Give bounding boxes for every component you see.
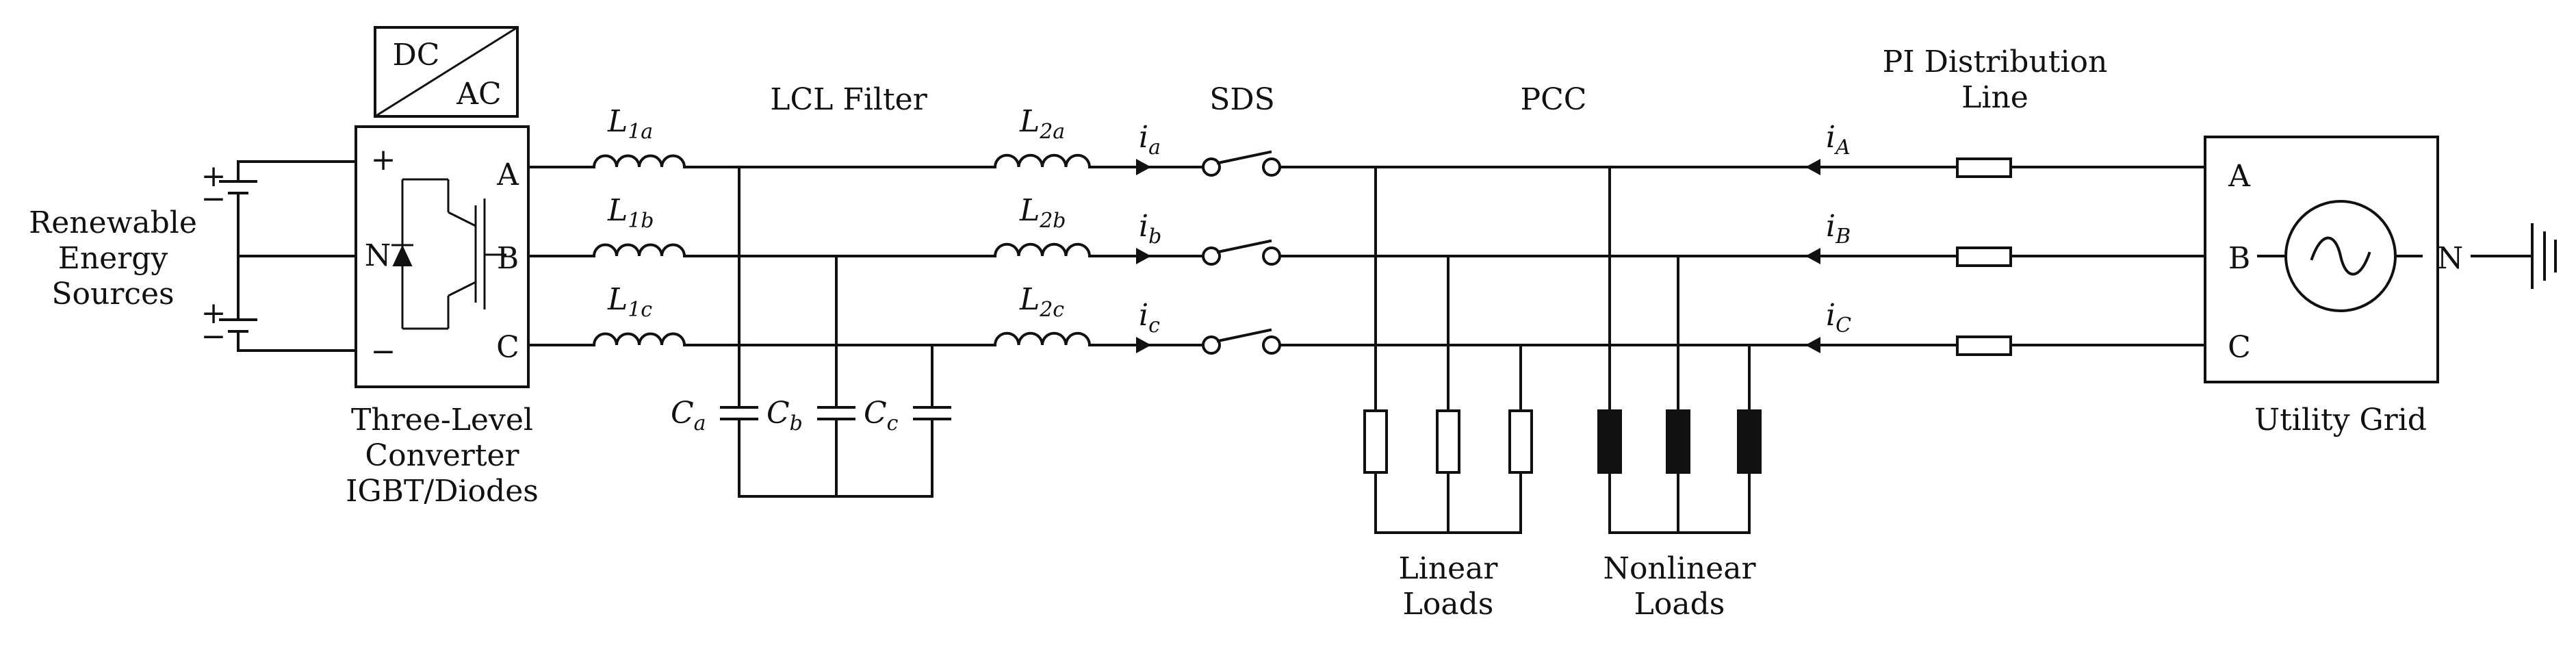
label-ia: ia	[1139, 120, 1161, 160]
label-ib: ib	[1139, 209, 1161, 249]
linear-loads: Linear Loads	[1363, 166, 1533, 622]
label-ca: Ca	[671, 396, 706, 435]
renewable-line-2: Energy	[58, 241, 168, 276]
label-iC: iC	[1826, 298, 1851, 338]
inductor-l2a	[993, 153, 1092, 169]
arrow-iB-icon	[1805, 248, 1820, 264]
pi-line-impedances	[1956, 157, 2012, 356]
grid-currents: iA iB iC	[1805, 120, 1851, 353]
grid-phase-c: C	[2228, 330, 2251, 365]
bottom-battery-minus: −	[201, 319, 227, 354]
renewable-line-3: Sources	[51, 277, 174, 312]
dc-sources: + − + −	[201, 159, 357, 354]
converter-label: Three-Level Converter IGBT/Diodes	[346, 403, 539, 509]
filter-capacitors: Ca Cb Cc	[671, 166, 951, 498]
phase-wires	[527, 166, 2206, 346]
renewable-sources-label: Renewable Energy Sources	[29, 205, 197, 312]
arrow-ib-icon	[1136, 248, 1151, 264]
inductor-l2b	[993, 242, 1092, 258]
arrow-ic-icon	[1136, 337, 1151, 353]
top-battery-minus: −	[201, 181, 227, 216]
renewable-line-1: Renewable	[29, 205, 197, 240]
converter-phase-b: B	[497, 241, 519, 276]
switch-b-icon	[1202, 239, 1281, 266]
line-impedance-a	[1956, 157, 2012, 178]
dc-ac-icon: DC AC	[374, 26, 519, 118]
inductor-l1a	[592, 154, 686, 169]
ac-source-icon	[2284, 200, 2397, 312]
arrow-iA-icon	[1805, 159, 1820, 175]
label-cb: Cb	[767, 396, 803, 435]
inverter-currents: ia ib ic	[1136, 120, 1161, 353]
label-l1a: L1a	[607, 104, 653, 144]
converter-label-line-2: Converter	[365, 438, 519, 473]
label-iB: iB	[1826, 209, 1851, 249]
pcc-label: PCC	[1521, 82, 1587, 117]
bottom-battery-plus: +	[201, 296, 227, 331]
dc-label: DC	[393, 38, 440, 73]
inductor-l1b	[592, 243, 686, 258]
grid-phase-b: B	[2228, 241, 2250, 276]
label-iA: iA	[1826, 120, 1851, 160]
grid-phase-a: A	[2228, 159, 2251, 194]
three-level-converter: + N − A B C	[355, 125, 530, 388]
label-l2b: L2b	[1019, 193, 1066, 233]
linear-load-b	[1436, 409, 1460, 474]
linear-load-a	[1363, 409, 1388, 474]
sds-switches	[1202, 150, 1281, 355]
nonlinear-loads-label-line-1: Nonlinear	[1603, 551, 1756, 586]
label-l1c: L1c	[607, 282, 652, 322]
inductors: L1a L1b L1c L2a L2b L2c	[592, 104, 1092, 347]
nonlinear-load-b	[1666, 409, 1690, 474]
line-impedance-b	[1956, 246, 2012, 267]
label-ic: ic	[1139, 298, 1160, 338]
ac-label: AC	[456, 77, 501, 112]
lcl-filter-label: LCL Filter	[770, 82, 927, 117]
converter-phase-c: C	[496, 330, 519, 365]
nonlinear-loads: Nonlinear Loads	[1597, 166, 1762, 622]
grid-neutral: N	[2437, 241, 2464, 276]
arrow-iC-icon	[1805, 337, 1820, 353]
line-impedance-c	[1956, 335, 2012, 356]
linear-loads-label-line-2: Loads	[1403, 587, 1494, 622]
pi-line-label-line-1: PI Distribution	[1883, 45, 2108, 79]
switch-a-icon	[1202, 150, 1281, 177]
inductor-l2c	[993, 331, 1092, 347]
linear-load-c	[1508, 409, 1533, 474]
switch-c-icon	[1202, 328, 1281, 355]
nonlinear-loads-label-line-2: Loads	[1634, 587, 1725, 622]
top-battery-plus: +	[201, 159, 227, 194]
label-l2c: L2c	[1019, 282, 1064, 322]
utility-grid-label: Utility Grid	[2254, 403, 2427, 437]
nonlinear-load-c	[1737, 409, 1762, 474]
nonlinear-load-a	[1597, 409, 1622, 474]
pi-line-label-line-2: Line	[1961, 80, 2028, 115]
converter-label-line-1: Three-Level	[351, 403, 533, 437]
converter-minus: −	[371, 334, 396, 369]
converter-phase-a: A	[496, 157, 519, 192]
linear-loads-label-line-1: Linear	[1399, 551, 1499, 586]
arrow-ia-icon	[1136, 159, 1151, 175]
igbt-diode-icon	[391, 178, 506, 330]
label-cc: Cc	[864, 396, 899, 435]
label-l2a: L2a	[1019, 104, 1065, 144]
ground-icon	[2531, 223, 2557, 289]
sds-label: SDS	[1209, 82, 1275, 117]
inductor-l1c	[592, 332, 686, 347]
converter-plus: +	[371, 142, 396, 177]
converter-label-line-3: IGBT/Diodes	[346, 474, 539, 509]
converter-n: N	[365, 238, 391, 273]
utility-grid: A B C N Utility Grid	[2204, 136, 2557, 437]
label-l1b: L1b	[607, 193, 654, 233]
